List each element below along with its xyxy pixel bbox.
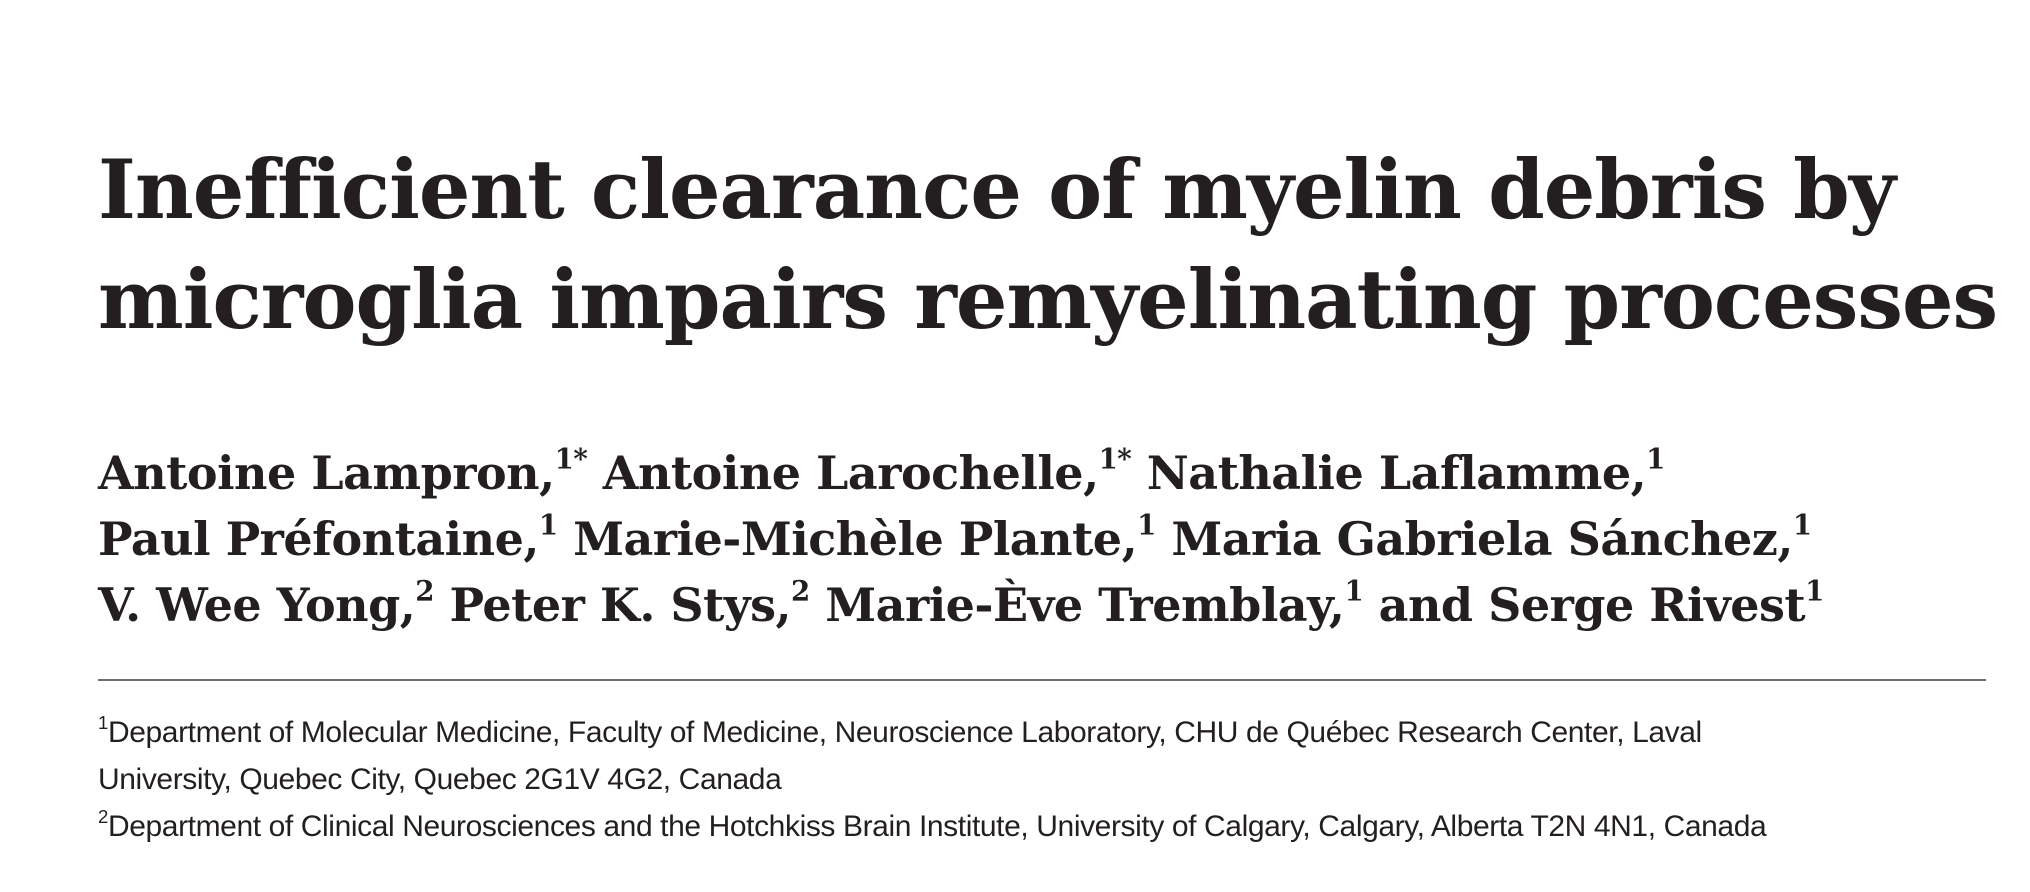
affiliation-marker: 1 [98,711,108,733]
paper-title-line-2: microglia impairs remyelinating processe… [98,253,1998,348]
author-affiliation-marker: 2 [791,574,810,608]
author-affiliation-marker: 1 [1792,508,1812,542]
author-affiliation-marker: 1 [1805,574,1824,608]
affiliation-marker: 2 [98,805,108,827]
author-affiliation-marker: 1 [1137,508,1156,542]
author-name: Marie-Michèle Plante, [573,512,1138,566]
section-divider [98,679,1986,681]
author-affiliation-marker: 1 [538,508,558,542]
author-name: Antoine Larochelle, [602,446,1099,500]
author-affiliation-marker: 1 [1344,574,1364,608]
author-name: Antoine Lampron, [98,446,555,500]
affiliation-1-line-1: 1Department of Molecular Medicine, Facul… [98,709,2008,756]
author-affiliation-marker: 1* [1098,442,1132,476]
author-line-1: Antoine Lampron,1* Antoine Larochelle,1*… [98,440,1998,506]
author-line-2: Paul Préfontaine,1 Marie-Michèle Plante,… [98,506,1998,572]
affiliation-list: 1Department of Molecular Medicine, Facul… [98,709,2008,850]
affiliation-text: Department of Molecular Medicine, Facult… [107,716,1702,749]
affiliation-1-line-2: University, Quebec City, Quebec 2G1V 4G2… [98,763,782,796]
author-name: Nathalie Laflamme, [1146,446,1647,500]
affiliation-text: Department of Clinical Neurosciences and… [107,810,1767,843]
author-name: Paul Préfontaine, [98,512,539,566]
author-name: V. Wee Yong, [98,578,416,632]
affiliation-2-line-1: 2Department of Clinical Neurosciences an… [98,803,2008,850]
author-name: and Serge Rivest [1378,578,1806,632]
author-affiliation-marker: 1 [1646,442,1665,476]
author-name: Marie-Ève Tremblay, [825,578,1345,632]
author-affiliation-marker: 2 [415,574,434,608]
author-list: Antoine Lampron,1* Antoine Larochelle,1*… [98,440,1998,638]
author-affiliation-marker: 1* [554,442,588,476]
author-name: Maria Gabriela Sánchez, [1171,512,1793,566]
paper-title: Inefficient clearance of myelin debris b… [98,136,1998,356]
author-name: Peter K. Stys, [449,578,792,632]
paper-title-line-1: Inefficient clearance of myelin debris b… [98,143,1896,238]
author-line-3: V. Wee Yong,2 Peter K. Stys,2 Marie-Ève … [98,572,1998,638]
